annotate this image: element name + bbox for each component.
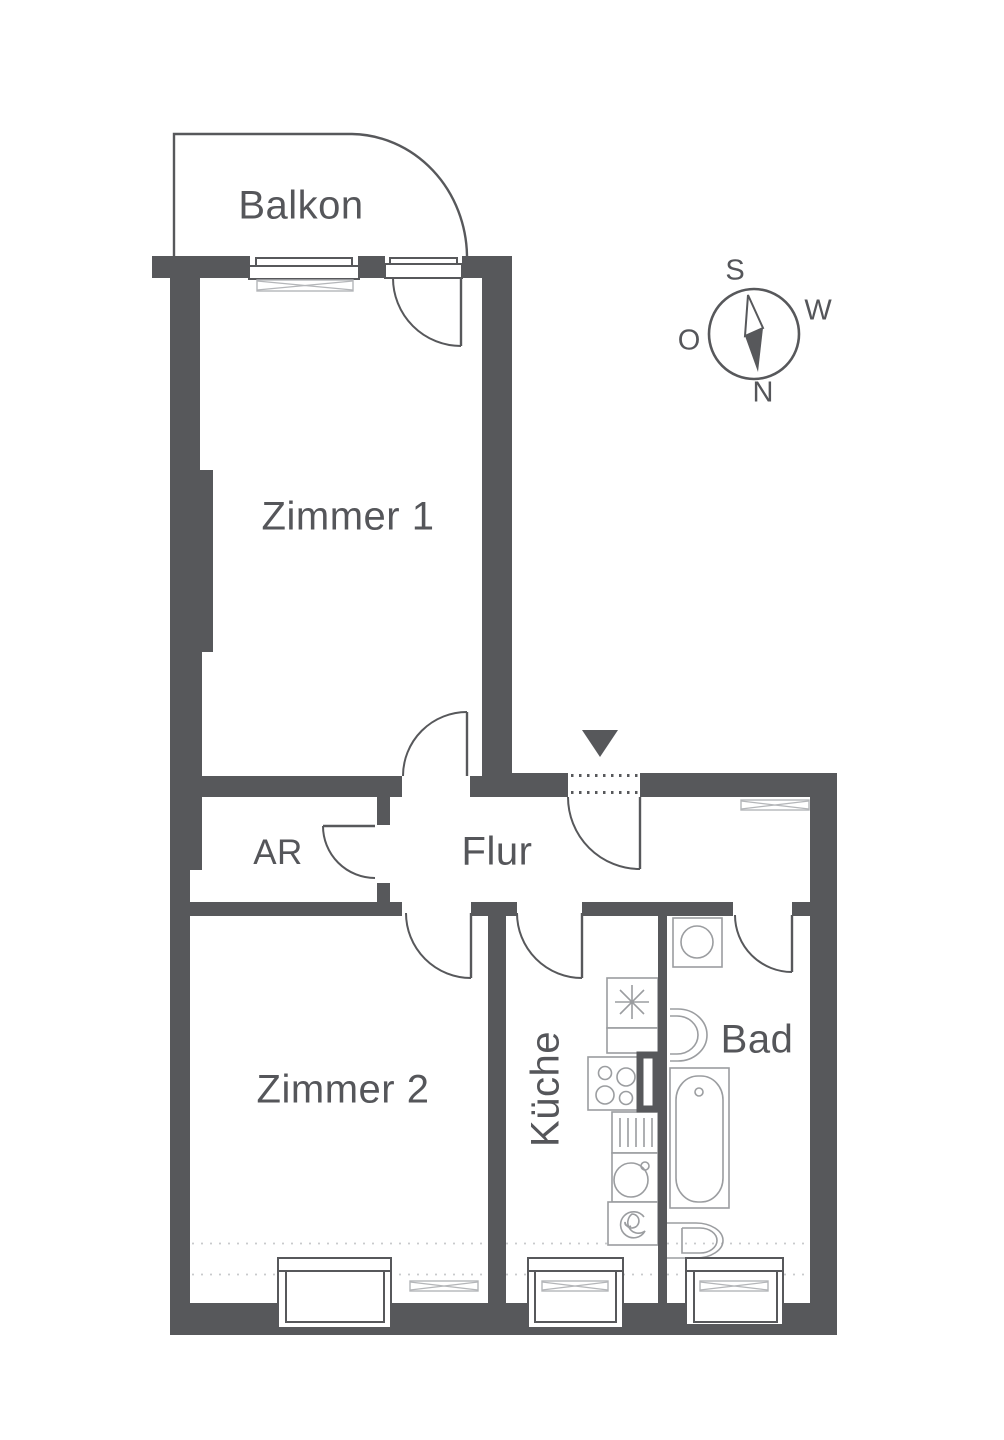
balcony-outline [172,132,469,258]
doors [322,277,794,979]
bathroom-fixtures [667,917,730,1259]
kueche-door [516,912,584,979]
zimmer2-door [405,912,473,979]
wall-mid-a [170,902,402,916]
walls [152,256,837,1335]
radiators [256,279,810,1292]
wall-mid-d [792,902,810,916]
zimmer1-window [248,257,360,280]
compass-west-label: W [804,294,832,327]
flur-radiator-icon [740,799,810,811]
balcony-door-window [384,257,463,279]
wall-mid-c [582,902,733,916]
kueche-radiator-icon [541,1280,609,1292]
wall-kueche-bad [658,902,667,1303]
compass-north-label: N [752,376,774,409]
wall-ar-right-upper [377,797,390,825]
room-label-flur: Flur [461,829,533,874]
ar-door [322,824,376,879]
room-label-zimmer2: Zimmer 2 [256,1067,430,1112]
bathtub-icon [669,1067,730,1209]
zimmer1-door [402,711,469,777]
bad-door [734,914,794,973]
dish-drainer-icon [611,1111,659,1154]
entrance-marker [571,730,639,794]
stove-icon [587,1056,641,1111]
washing-machine-icon [672,917,723,968]
compass-icon [707,287,801,381]
balcony-door-swing [392,277,463,347]
bath-sink-icon [670,1008,708,1062]
zimmer2-window [277,1257,392,1329]
room-label-kueche: Küche [523,1031,568,1147]
shaft [636,1051,660,1113]
wall-zimmer1-right [482,256,512,797]
kueche-window [527,1257,624,1329]
room-label-bad: Bad [720,1017,794,1062]
wall-flur-top-right [640,773,837,797]
entry-door [567,796,642,870]
kitchen-sink-icon [611,1152,659,1203]
zimmer1-radiator-icon [256,279,354,292]
boiler-icon [607,1201,659,1246]
wall-left-pilaster [170,470,213,652]
compass-south-label: S [725,254,745,287]
toilet-icon [667,1222,724,1259]
zimmer2-radiator-icon [409,1280,479,1292]
room-label-ar: AR [253,833,303,872]
fridge-freezer-icon [606,977,659,1054]
wall-flur-top-left [482,773,568,797]
wall-top-mid-pier [358,256,385,278]
wall-zimmer1-bottom [170,776,402,797]
wall-zimmer2-kueche [488,902,506,1303]
wall-left-lower [170,870,190,1335]
wall-zimmer1-bottom-stub [470,776,482,797]
wall-right-outer [810,773,837,1335]
wall-left-upper [170,256,200,470]
wall-top-left [152,256,250,278]
room-label-zimmer1: Zimmer 1 [261,494,435,539]
room-label-balkon: Balkon [238,183,364,228]
bad-radiator-icon [699,1280,769,1292]
wall-left-mid [170,652,202,870]
entrance-arrow-icon [582,730,618,757]
kitchen-fixtures [587,977,659,1246]
compass-east-label: O [677,324,701,357]
